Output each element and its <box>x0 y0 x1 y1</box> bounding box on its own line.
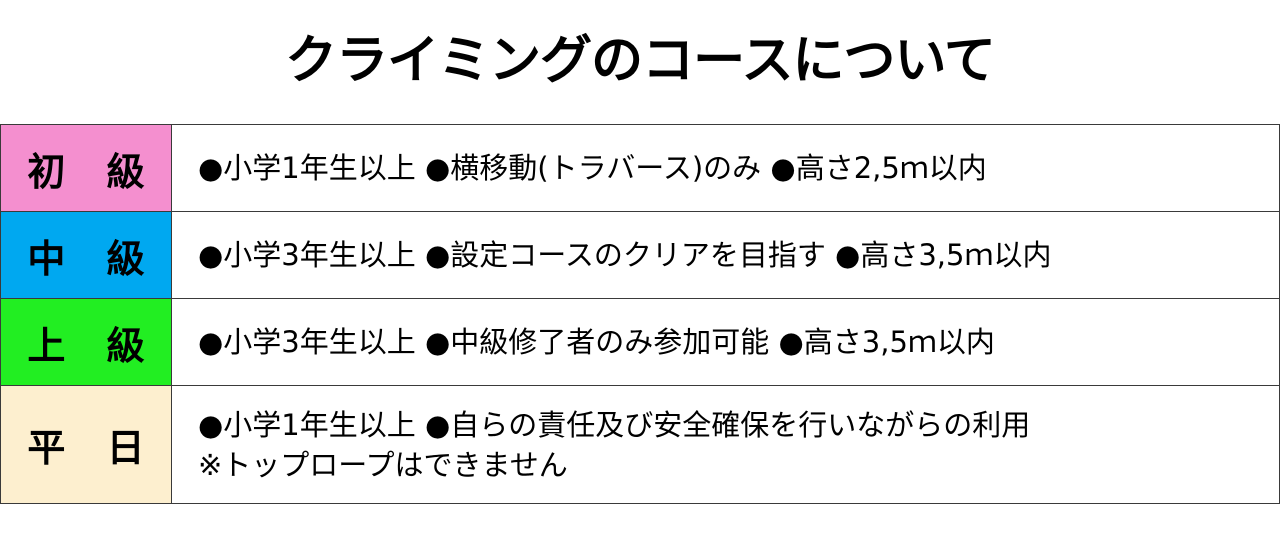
table-row-jokyu: 上 級 ●小学3年生以上 ●中級修了者のみ参加可能 ●高さ3,5ｍ以内 <box>0 298 1280 386</box>
course-description: ●小学3年生以上 ●設定コースのクリアを目指す ●高さ3,5ｍ以内 <box>171 211 1280 299</box>
description-line: ●小学3年生以上 ●設定コースのクリアを目指す ●高さ3,5ｍ以内 <box>198 238 1052 272</box>
description-line: ●小学1年生以上 ●自らの責任及び安全確保を行いながらの利用 <box>198 407 1031 442</box>
course-label: 上 級 <box>27 323 159 368</box>
description-note: ※トップロープはできません <box>198 447 568 482</box>
table-row-heijitsu: 平 日 ●小学1年生以上 ●自らの責任及び安全確保を行いながらの利用 ※トップロ… <box>0 385 1280 504</box>
course-label-cell: 平 日 <box>0 385 172 504</box>
course-label: 初 級 <box>27 149 159 194</box>
course-description: ●小学1年生以上 ●自らの責任及び安全確保を行いながらの利用 ※トップロープはで… <box>171 385 1280 504</box>
table-row-chukyu: 中 級 ●小学3年生以上 ●設定コースのクリアを目指す ●高さ3,5ｍ以内 <box>0 211 1280 299</box>
course-label: 中 級 <box>27 236 159 281</box>
course-description: ●小学3年生以上 ●中級修了者のみ参加可能 ●高さ3,5ｍ以内 <box>171 298 1280 386</box>
description-line: ●小学3年生以上 ●中級修了者のみ参加可能 ●高さ3,5ｍ以内 <box>198 325 995 359</box>
course-label-cell: 上 級 <box>0 298 172 386</box>
course-label-cell: 中 級 <box>0 211 172 299</box>
description-line: ●小学1年生以上 ●横移動(トラバース)のみ ●高さ2,5ｍ以内 <box>198 151 987 185</box>
course-table: 初 級 ●小学1年生以上 ●横移動(トラバース)のみ ●高さ2,5ｍ以内 中 級… <box>0 124 1280 504</box>
course-description: ●小学1年生以上 ●横移動(トラバース)のみ ●高さ2,5ｍ以内 <box>171 124 1280 212</box>
course-label: 平 日 <box>27 426 159 470</box>
page-title: クライミングのコースについて <box>285 31 996 91</box>
course-label-cell: 初 級 <box>0 124 172 212</box>
table-row-shokyu: 初 級 ●小学1年生以上 ●横移動(トラバース)のみ ●高さ2,5ｍ以内 <box>0 124 1280 212</box>
